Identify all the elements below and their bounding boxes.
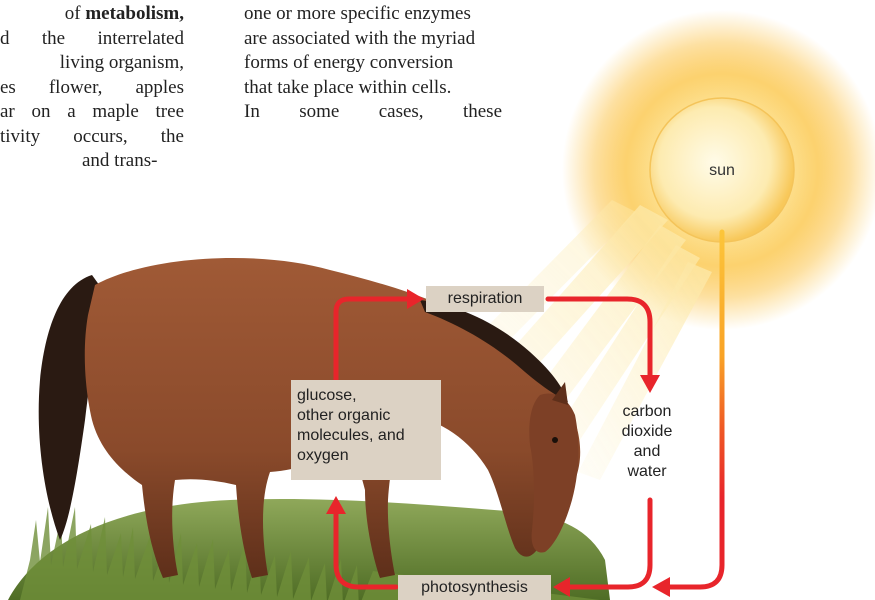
carbon-dioxide-water-label: carbon dioxide and water	[602, 402, 692, 482]
glucose-label-line: other organic	[297, 406, 441, 426]
glucose-label-line: oxygen	[297, 446, 441, 466]
arrowhead-sun-energy	[652, 577, 670, 597]
glucose-label-line: glucose,	[297, 386, 441, 406]
respiration-label: respiration	[426, 286, 544, 312]
co2-label-line: carbon	[602, 402, 692, 422]
glucose-label-line: molecules, and	[297, 426, 441, 446]
co2-label-line: water	[602, 462, 692, 482]
co2-label-line: dioxide	[602, 422, 692, 442]
photosynthesis-label: photosynthesis	[398, 575, 551, 600]
glucose-label: glucose, other organic molecules, and ox…	[291, 380, 441, 480]
sun-label: sun	[700, 162, 744, 180]
co2-label-line: and	[602, 442, 692, 462]
